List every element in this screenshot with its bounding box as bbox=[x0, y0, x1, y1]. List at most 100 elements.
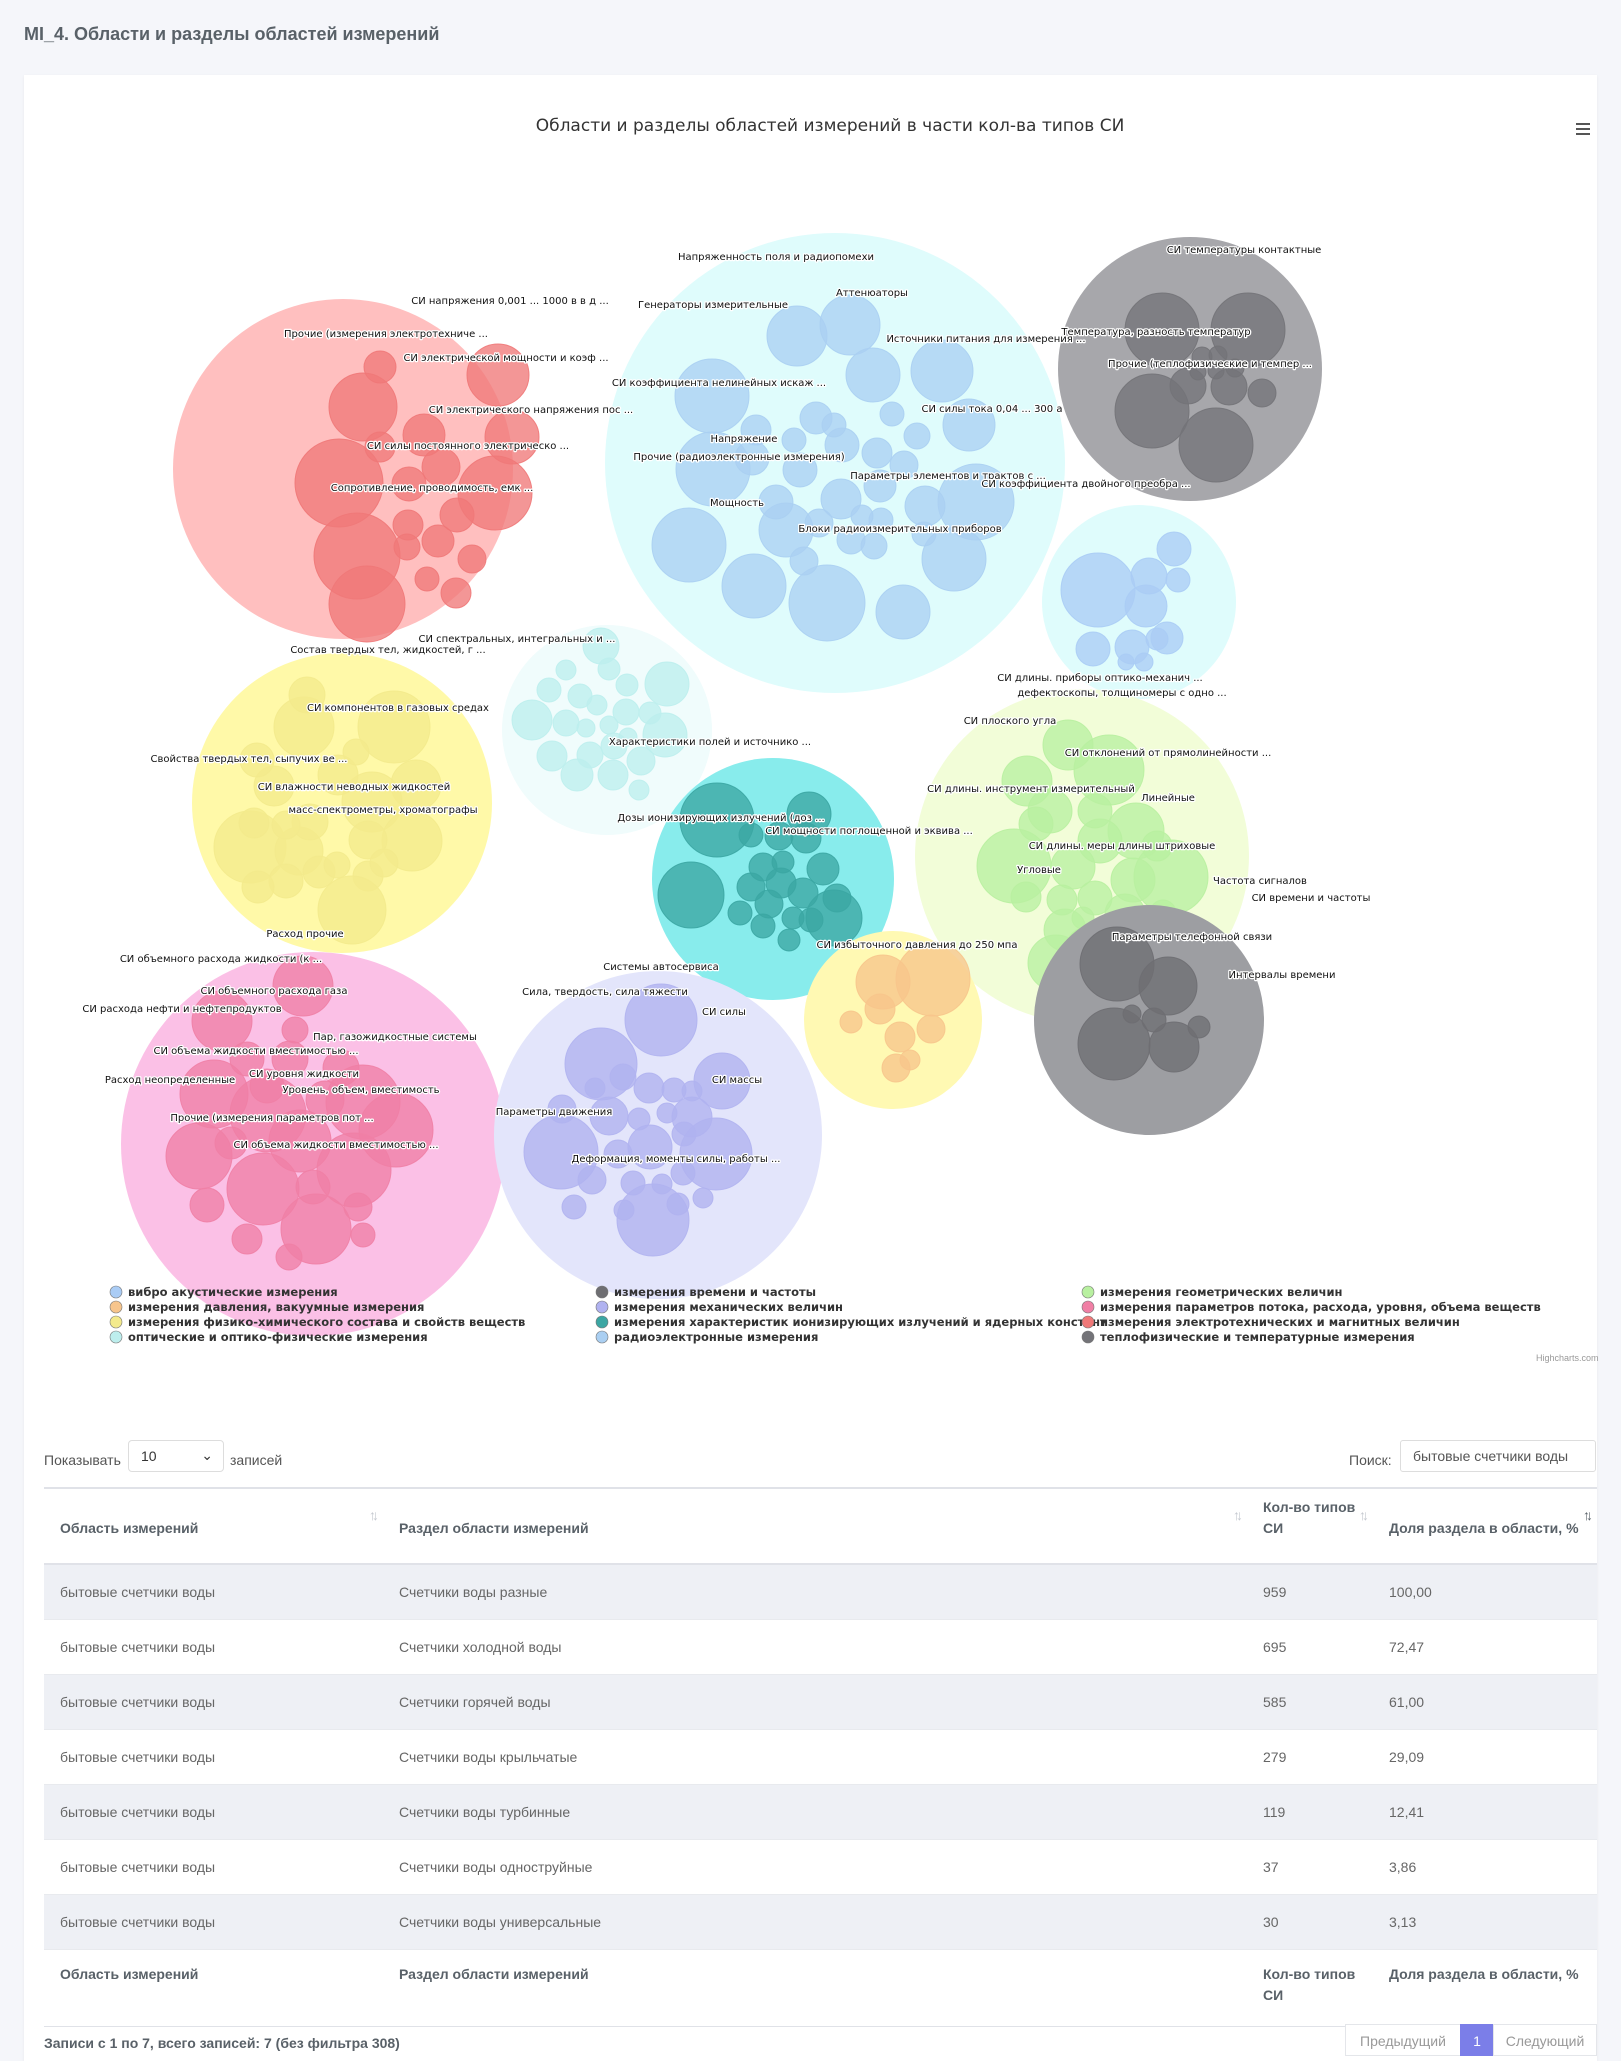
child-bubble-flow-12[interactable] bbox=[305, 1080, 345, 1120]
child-bubble-optical-15[interactable] bbox=[597, 657, 621, 681]
child-bubble-optical-18[interactable] bbox=[586, 694, 608, 716]
child-bubble-pressure-7[interactable] bbox=[899, 1049, 921, 1071]
child-bubble-optical-2[interactable] bbox=[642, 712, 688, 758]
child-bubble-chemical-13[interactable] bbox=[268, 863, 304, 899]
child-bubble-flow-23[interactable] bbox=[350, 1222, 376, 1248]
child-bubble-flow-13[interactable] bbox=[229, 1041, 265, 1077]
child-bubble-ionizing-19[interactable] bbox=[727, 900, 753, 926]
child-bubble-time-5[interactable] bbox=[1141, 1007, 1167, 1033]
child-bubble-mechanical-22[interactable] bbox=[651, 1173, 673, 1195]
child-bubble-thermal-3[interactable] bbox=[1178, 407, 1254, 483]
child-bubble-vibro-2[interactable] bbox=[1130, 557, 1168, 595]
page-1-button[interactable]: 1 bbox=[1460, 2024, 1494, 2056]
child-bubble-chemical-19[interactable] bbox=[238, 807, 270, 839]
legend-item[interactable]: измерения характеристик ионизирующих изл… bbox=[595, 1315, 1107, 1329]
child-bubble-radio-2[interactable] bbox=[674, 358, 750, 434]
child-bubble-electric-10[interactable] bbox=[439, 497, 475, 533]
child-bubble-optical-6[interactable] bbox=[597, 759, 629, 791]
child-bubble-radio-0[interactable] bbox=[766, 305, 828, 367]
child-bubble-ionizing-18[interactable] bbox=[805, 889, 863, 947]
table-row[interactable]: бытовые счетчики воды Счетчики воды разн… bbox=[44, 1564, 1597, 1620]
child-bubble-chemical-22[interactable] bbox=[369, 848, 399, 878]
child-bubble-vibro-7[interactable] bbox=[1165, 567, 1191, 593]
child-bubble-geometric-12[interactable] bbox=[1077, 880, 1113, 916]
legend-item[interactable]: оптические и оптико-физические измерения bbox=[109, 1330, 428, 1344]
table-row[interactable]: бытовые счетчики воды Счетчики холодной … bbox=[44, 1619, 1597, 1675]
child-bubble-radio-29[interactable] bbox=[789, 546, 819, 576]
child-bubble-radio-33[interactable] bbox=[821, 412, 847, 438]
next-page-button[interactable]: Следующий bbox=[1493, 2024, 1597, 2056]
child-bubble-ionizing-6[interactable] bbox=[806, 852, 840, 886]
child-bubble-chemical-14[interactable] bbox=[317, 875, 387, 945]
child-bubble-time-3[interactable] bbox=[1148, 1021, 1200, 1073]
legend-item[interactable]: измерения времени и частоты bbox=[595, 1285, 816, 1299]
child-bubble-optical-14[interactable] bbox=[615, 673, 639, 697]
legend-item[interactable]: радиоэлектронные измерения bbox=[595, 1330, 818, 1344]
child-bubble-ionizing-14[interactable] bbox=[750, 913, 776, 939]
child-bubble-vibro-10[interactable] bbox=[1117, 653, 1135, 671]
child-bubble-optical-16[interactable] bbox=[638, 701, 662, 725]
child-bubble-chemical-17[interactable] bbox=[239, 742, 275, 778]
child-bubble-radio-30[interactable] bbox=[860, 532, 888, 560]
child-bubble-radio-22[interactable] bbox=[740, 414, 772, 446]
child-bubble-flow-0[interactable] bbox=[272, 955, 334, 1017]
child-bubble-electric-8[interactable] bbox=[421, 447, 461, 487]
child-bubble-radio-16[interactable] bbox=[782, 452, 818, 488]
child-bubble-electric-18[interactable] bbox=[363, 350, 397, 384]
child-bubble-radio-10[interactable] bbox=[921, 526, 987, 592]
child-bubble-ionizing-15[interactable] bbox=[781, 906, 805, 930]
child-bubble-mechanical-19[interactable] bbox=[561, 1194, 587, 1220]
child-bubble-electric-9[interactable] bbox=[391, 466, 427, 502]
search-input[interactable] bbox=[1400, 1440, 1596, 1472]
child-bubble-thermal-1[interactable] bbox=[1210, 292, 1286, 368]
child-bubble-radio-24[interactable] bbox=[889, 450, 919, 480]
child-bubble-radio-14[interactable] bbox=[904, 485, 946, 527]
child-bubble-optical-20[interactable] bbox=[599, 715, 619, 735]
child-bubble-ionizing-9[interactable] bbox=[738, 822, 764, 848]
child-bubble-electric-3[interactable] bbox=[457, 455, 533, 531]
child-bubble-optical-22[interactable] bbox=[618, 727, 638, 747]
child-bubble-electric-15[interactable] bbox=[457, 544, 487, 574]
legend-item[interactable]: измерения электротехнических и магнитных… bbox=[1081, 1315, 1460, 1329]
child-bubble-flow-19[interactable] bbox=[189, 1187, 225, 1223]
child-bubble-thermal-9[interactable] bbox=[1225, 358, 1245, 378]
col-header-share[interactable]: Доля раздела в области, %↑↓ bbox=[1373, 1487, 1597, 1565]
child-bubble-mechanical-25[interactable] bbox=[681, 1080, 703, 1102]
child-bubble-mechanical-26[interactable] bbox=[656, 1102, 678, 1124]
child-bubble-ionizing-3[interactable] bbox=[764, 821, 794, 851]
child-bubble-radio-20[interactable] bbox=[758, 484, 794, 520]
child-bubble-flow-17[interactable] bbox=[214, 1126, 248, 1160]
table-row[interactable]: бытовые счетчики воды Счетчики воды турб… bbox=[44, 1784, 1597, 1840]
child-bubble-flow-15[interactable] bbox=[322, 1049, 360, 1087]
child-bubble-mechanical-21[interactable] bbox=[692, 1187, 714, 1209]
child-bubble-electric-13[interactable] bbox=[364, 431, 396, 463]
table-row[interactable]: бытовые счетчики воды Счетчики горячей в… bbox=[44, 1674, 1597, 1730]
child-bubble-electric-17[interactable] bbox=[414, 566, 440, 592]
legend-item[interactable]: измерения механических величин bbox=[595, 1300, 843, 1314]
child-bubble-pressure-2[interactable] bbox=[864, 993, 896, 1025]
child-bubble-thermal-0[interactable] bbox=[1124, 292, 1200, 368]
child-bubble-mechanical-11[interactable] bbox=[609, 1063, 637, 1091]
child-bubble-radio-15[interactable] bbox=[820, 478, 862, 520]
child-bubble-optical-17[interactable] bbox=[628, 779, 650, 801]
child-bubble-radio-34[interactable] bbox=[781, 427, 807, 453]
child-bubble-optical-19[interactable] bbox=[555, 659, 577, 681]
child-bubble-radio-11[interactable] bbox=[721, 553, 787, 619]
child-bubble-vibro-3[interactable] bbox=[1156, 531, 1192, 567]
child-bubble-optical-5[interactable] bbox=[536, 740, 568, 772]
child-bubble-electric-14[interactable] bbox=[440, 577, 472, 609]
child-bubble-vibro-4[interactable] bbox=[1075, 631, 1111, 667]
child-bubble-thermal-6[interactable] bbox=[1247, 378, 1277, 408]
child-bubble-electric-1[interactable] bbox=[328, 372, 398, 442]
child-bubble-thermal-11[interactable] bbox=[1207, 362, 1225, 380]
col-header-count[interactable]: Кол-во типов СИ↑↓ bbox=[1247, 1487, 1373, 1565]
col-header-section[interactable]: Раздел области измерений↑↓ bbox=[383, 1487, 1247, 1565]
child-bubble-radio-23[interactable] bbox=[861, 437, 893, 469]
child-bubble-optical-21[interactable] bbox=[576, 718, 596, 738]
child-bubble-electric-6[interactable] bbox=[328, 565, 406, 643]
chart-credit[interactable]: Highcharts.com bbox=[1536, 1353, 1599, 1363]
table-row[interactable]: бытовые счетчики воды Счетчики воды крыл… bbox=[44, 1729, 1597, 1785]
child-bubble-radio-12[interactable] bbox=[788, 564, 866, 642]
child-bubble-electric-16[interactable] bbox=[393, 533, 421, 561]
child-bubble-flow-18[interactable] bbox=[295, 1169, 331, 1205]
